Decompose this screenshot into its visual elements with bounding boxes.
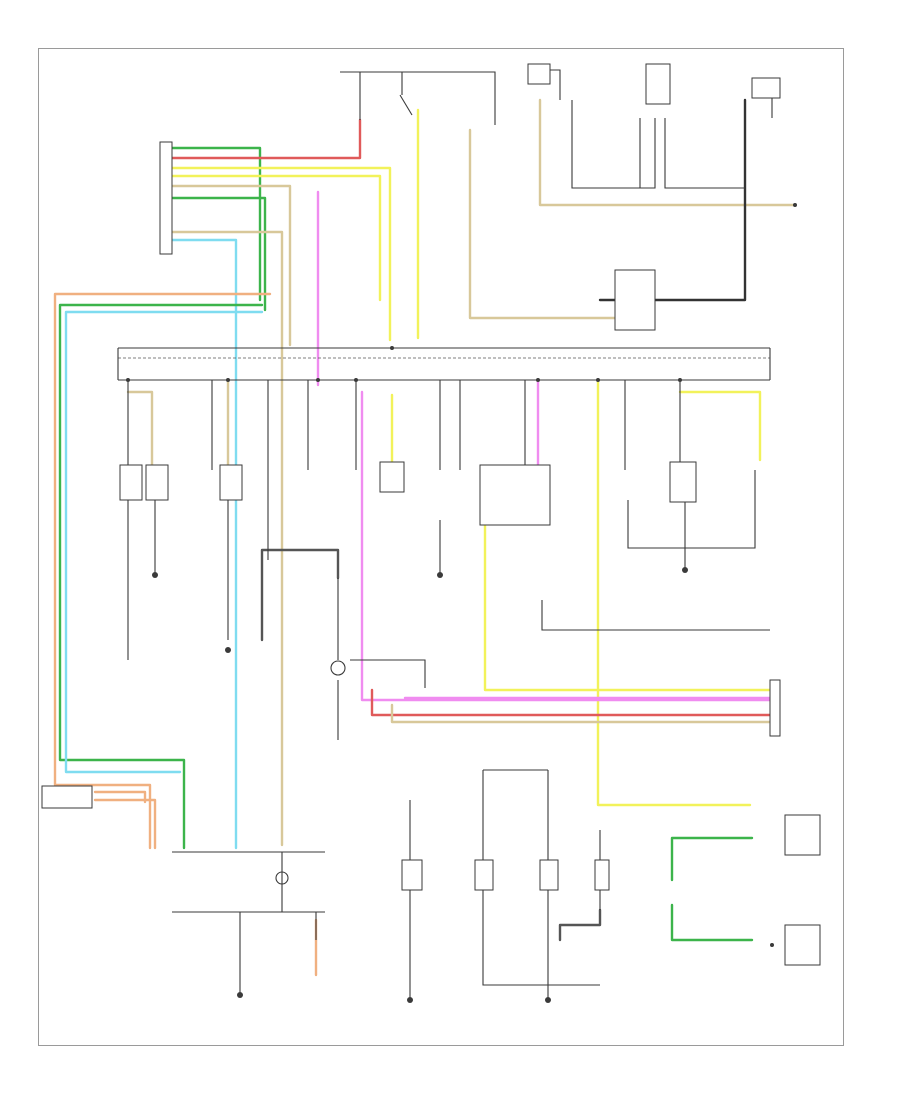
switch-top-right	[751, 77, 781, 99]
wire-tan-7	[390, 703, 777, 724]
wire-orange-2	[93, 790, 147, 804]
wire-red-1	[166, 118, 362, 160]
right-module-bottom	[784, 924, 821, 966]
wire-tan-4	[468, 128, 622, 320]
wire-gray-2	[558, 908, 602, 942]
junction-dots	[126, 203, 797, 1003]
relay-4	[379, 461, 405, 493]
wire-yellow-6	[596, 378, 752, 807]
diagram-frame	[38, 48, 844, 1046]
switch-top-left	[527, 63, 551, 85]
wire-green-4	[670, 836, 754, 882]
relay-2	[145, 464, 169, 501]
relay-3	[219, 464, 243, 501]
wire-green-1	[166, 146, 262, 302]
wire-yellow-7	[483, 503, 777, 692]
wire-cyan-2	[64, 310, 264, 774]
left-sensor	[41, 785, 93, 809]
lamp-1	[401, 859, 423, 891]
wire-gray-1	[260, 548, 340, 642]
wire-green-5	[670, 903, 754, 942]
wire-orange-3	[93, 798, 157, 850]
wire-layer	[53, 98, 797, 977]
lamp-2	[474, 859, 494, 891]
wire-tan-1	[166, 184, 292, 347]
right-module-connector	[769, 679, 781, 737]
wire-orange-1	[53, 292, 272, 850]
wire-green-3	[58, 303, 264, 850]
wire-yellow-4	[678, 390, 762, 462]
wire-tan-2	[166, 230, 284, 847]
relay-5	[669, 461, 697, 503]
wire-yellow-2	[166, 174, 382, 302]
wire-red-2	[370, 688, 777, 717]
right-module-lower	[784, 814, 821, 856]
wire-cyan-1	[166, 238, 238, 850]
lamp-3	[539, 859, 559, 891]
wire-tan-5	[126, 390, 154, 472]
module-center	[479, 464, 551, 526]
switch-top-center	[645, 63, 671, 105]
lamp-4	[594, 859, 610, 891]
wire-yellow-1	[166, 166, 392, 342]
wire-pink-3	[360, 390, 777, 702]
wire-green-2	[166, 196, 267, 312]
black-wiring	[117, 69, 773, 1000]
components	[41, 63, 821, 966]
wire-tan-3	[538, 98, 797, 207]
control-module-top	[614, 269, 656, 331]
relay-1	[119, 464, 143, 501]
left-connector-block	[159, 141, 173, 255]
